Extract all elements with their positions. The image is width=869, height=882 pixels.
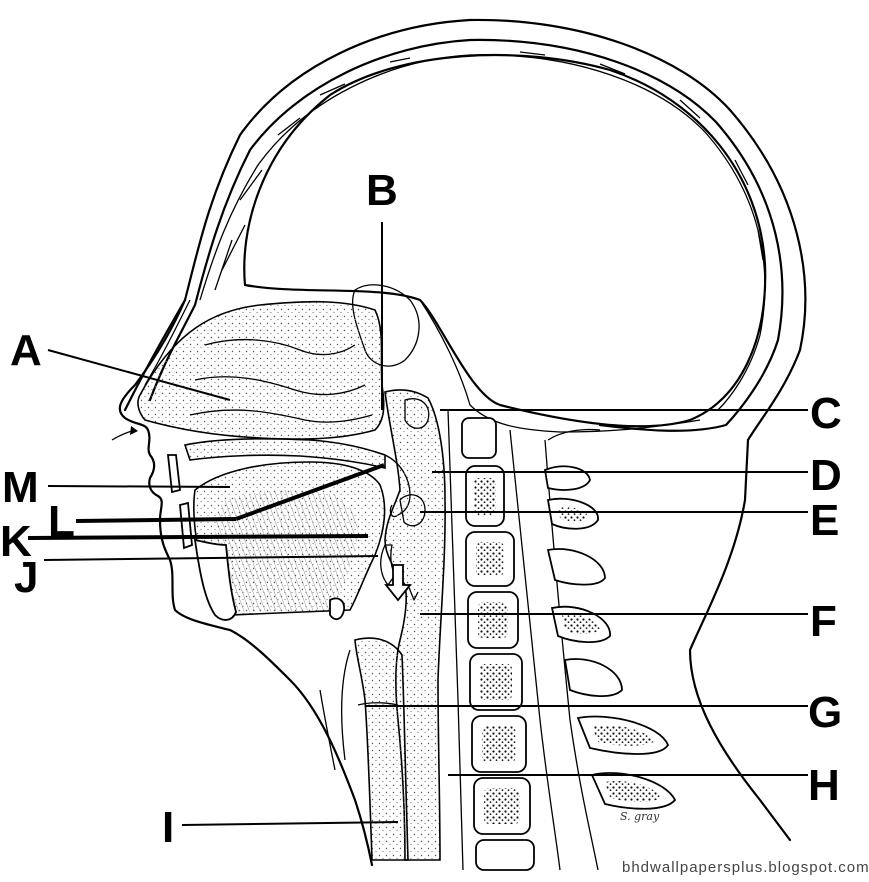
skull-outer-outline: [123, 18, 807, 842]
vertebra-t1: [475, 839, 535, 871]
spinous-process-c5-marrow: [562, 614, 600, 634]
pharynx-airway: [319, 389, 446, 861]
leader-line-i: [181, 821, 399, 826]
thyroid-cartilage: [319, 649, 351, 771]
leader-line-a: [47, 349, 231, 401]
vertebral-bodies: [461, 417, 535, 871]
labels: A B C D E F G H I J K L M: [0, 166, 842, 852]
leader-line-m: [47, 485, 231, 488]
palatine-tonsil: [399, 494, 426, 527]
nasal-cavity-region: [137, 300, 385, 440]
label-e: E: [810, 496, 839, 545]
vertebra-c5-marrow: [480, 664, 512, 700]
oral-region: [166, 438, 411, 621]
watermark: bhdwallpapersplus.blogspot.com: [622, 859, 869, 876]
upper-incisor: [166, 454, 181, 494]
spinous-process-c4: [546, 548, 606, 586]
small-arrow: [407, 584, 419, 601]
vocal-folds: [357, 702, 399, 706]
nasal-cavity: [137, 300, 385, 440]
label-k: K: [0, 517, 32, 566]
label-i: I: [162, 803, 174, 852]
nasal-conchae: [189, 338, 373, 423]
spinous-processes: [543, 465, 677, 810]
skull-diploe-line: [199, 54, 766, 411]
spinous-process-c2: [543, 465, 591, 491]
artist-signature: S. gray: [620, 810, 660, 823]
label-f: F: [810, 597, 837, 646]
vertebra-c7-marrow: [484, 788, 520, 824]
occipital-base: [419, 299, 701, 433]
spinous-process-c7-marrow: [592, 724, 654, 746]
label-a: A: [10, 326, 42, 375]
label-d: D: [810, 451, 842, 500]
vertebra-c6-marrow: [482, 726, 516, 762]
lower-incisor: [179, 501, 193, 550]
label-h: H: [808, 761, 840, 810]
cervical-spine: [447, 409, 677, 871]
leader-line-l: [75, 517, 237, 523]
leader-lines: [27, 222, 808, 826]
hard-palate: [183, 438, 386, 470]
mandible: [193, 538, 237, 621]
hyoid-bone: [329, 597, 345, 621]
tongue-muscle-fibres: [215, 490, 358, 612]
leader-line-l-diagonal: [235, 463, 385, 521]
spinal-canal-line: [509, 429, 561, 871]
spinous-process-c6: [563, 658, 623, 697]
spinous-process-t1-marrow: [605, 780, 662, 802]
swallow-arrow: [384, 564, 412, 602]
spinous-process-c3-marrow: [558, 507, 588, 522]
nostril-arrow-head: [130, 426, 138, 435]
label-l: L: [48, 497, 75, 546]
neck-back-contour: [547, 428, 601, 441]
cranial-cavity-outline: [243, 53, 767, 428]
label-b: B: [366, 166, 398, 215]
vertebra-c1: [461, 417, 497, 459]
adenoid: [404, 398, 430, 429]
vertebra-c4-marrow: [478, 602, 508, 638]
vertebra-c3-marrow: [476, 542, 504, 576]
leader-line-j: [43, 555, 379, 561]
prevertebral-line: [447, 409, 464, 871]
cranial-bone-texture: [214, 51, 764, 291]
leader-line-k: [27, 534, 369, 540]
label-g: G: [808, 688, 842, 737]
forehead-nose-profile: [118, 298, 374, 867]
larynx-trachea: [354, 637, 409, 861]
label-j: J: [14, 553, 38, 602]
label-c: C: [810, 389, 842, 438]
skull-inner-outline: [148, 38, 784, 432]
vertebra-c2-marrow: [474, 478, 496, 516]
label-m: M: [2, 463, 39, 512]
skull: [123, 18, 807, 842]
